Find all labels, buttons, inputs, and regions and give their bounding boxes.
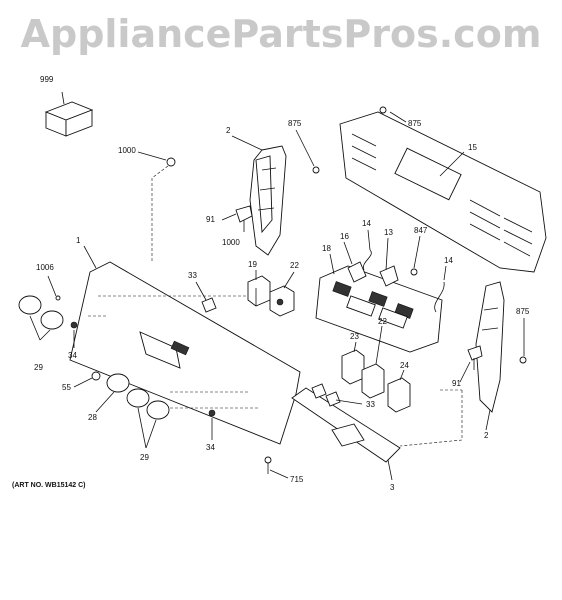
part-1-control-panel[interactable] — [69, 261, 301, 445]
callout-875-a: 875 — [288, 119, 302, 128]
part-2-left-bracket[interactable] — [249, 145, 287, 256]
callout-labels: 999 1000 2 875 875 15 91 1000 1 1006 33 … — [34, 75, 530, 492]
callout-55: 55 — [62, 383, 71, 392]
part-19-switch[interactable] — [247, 275, 271, 307]
watermark-text: AppliancePartsPros.com — [20, 12, 542, 56]
callout-91-left: 91 — [206, 215, 215, 224]
part-875-screw-c[interactable] — [519, 356, 527, 364]
callout-34-b: 34 — [206, 443, 215, 452]
part-3-trim-strip[interactable] — [291, 387, 401, 463]
callout-1: 1 — [76, 236, 81, 245]
callout-2-left: 2 — [226, 126, 231, 135]
part-16-relay[interactable] — [347, 261, 367, 283]
part-22-switch-top[interactable] — [269, 285, 295, 317]
part-18-control-board[interactable] — [315, 265, 443, 353]
callout-34-a: 34 — [68, 351, 77, 360]
part-33-switch-a[interactable] — [201, 297, 217, 313]
part-1006-screw[interactable] — [55, 295, 61, 301]
part-28-knob[interactable] — [106, 373, 130, 393]
part-34-spring-a[interactable] — [70, 321, 78, 329]
part-847-screw[interactable] — [410, 268, 418, 276]
callout-999: 999 — [40, 75, 54, 84]
part-23-switch[interactable] — [341, 349, 365, 385]
part-91-clip-right[interactable] — [467, 345, 483, 370]
part-1000-screw[interactable] — [151, 157, 176, 262]
callout-14-a: 14 — [362, 219, 371, 228]
part-34-spring-b[interactable] — [208, 409, 216, 417]
callout-16: 16 — [340, 232, 349, 241]
part-24-switch[interactable] — [387, 377, 411, 413]
part-33-switch-c[interactable] — [325, 391, 341, 407]
callout-875-b: 875 — [408, 119, 422, 128]
callout-28: 28 — [88, 413, 97, 422]
callout-15: 15 — [468, 143, 477, 152]
part-29-knob-set-left[interactable] — [18, 295, 64, 330]
callout-29-lower: 29 — [140, 453, 149, 462]
art-number: (ART NO. WB15142 C) — [12, 482, 86, 489]
part-15-back-panel[interactable] — [339, 111, 547, 273]
callout-1000-top: 1000 — [118, 146, 136, 155]
part-33-switch-b[interactable] — [311, 383, 327, 399]
part-875-screw-a[interactable] — [312, 166, 320, 174]
part-13-relay[interactable] — [379, 265, 399, 287]
callout-2-right: 2 — [484, 431, 489, 440]
callout-875-c: 875 — [516, 307, 530, 316]
part-22-switch-bottom[interactable] — [361, 363, 385, 399]
callout-24: 24 — [400, 361, 409, 370]
callout-1000-bottom: 1000 — [222, 238, 240, 247]
part-875-screw-b[interactable] — [379, 106, 387, 114]
part-715-screw[interactable] — [264, 456, 272, 474]
callout-91-right: 91 — [452, 379, 461, 388]
callout-13: 13 — [384, 228, 393, 237]
callout-715: 715 — [290, 475, 304, 484]
part-55-washer[interactable] — [91, 371, 101, 381]
callout-23: 23 — [350, 332, 359, 341]
callout-33-b: 33 — [366, 400, 375, 409]
leader-lines — [29, 91, 525, 481]
part-999-literature-box[interactable] — [44, 101, 94, 137]
part-14-harness-a[interactable] — [362, 249, 372, 271]
callout-18: 18 — [322, 244, 331, 253]
callout-19: 19 — [248, 260, 257, 269]
callout-22-bottom: 22 — [378, 317, 387, 326]
callout-22-top: 22 — [290, 261, 299, 270]
callout-3: 3 — [390, 483, 395, 492]
callout-14-b: 14 — [444, 256, 453, 265]
callout-33-a: 33 — [188, 271, 197, 280]
part-14-harness-b[interactable] — [434, 281, 445, 313]
callout-29-left: 29 — [34, 363, 43, 372]
callout-847: 847 — [414, 226, 428, 235]
callout-1006: 1006 — [36, 263, 54, 272]
part-91-clip-left[interactable] — [235, 205, 253, 232]
part-29-knob-set-lower[interactable] — [126, 388, 170, 420]
